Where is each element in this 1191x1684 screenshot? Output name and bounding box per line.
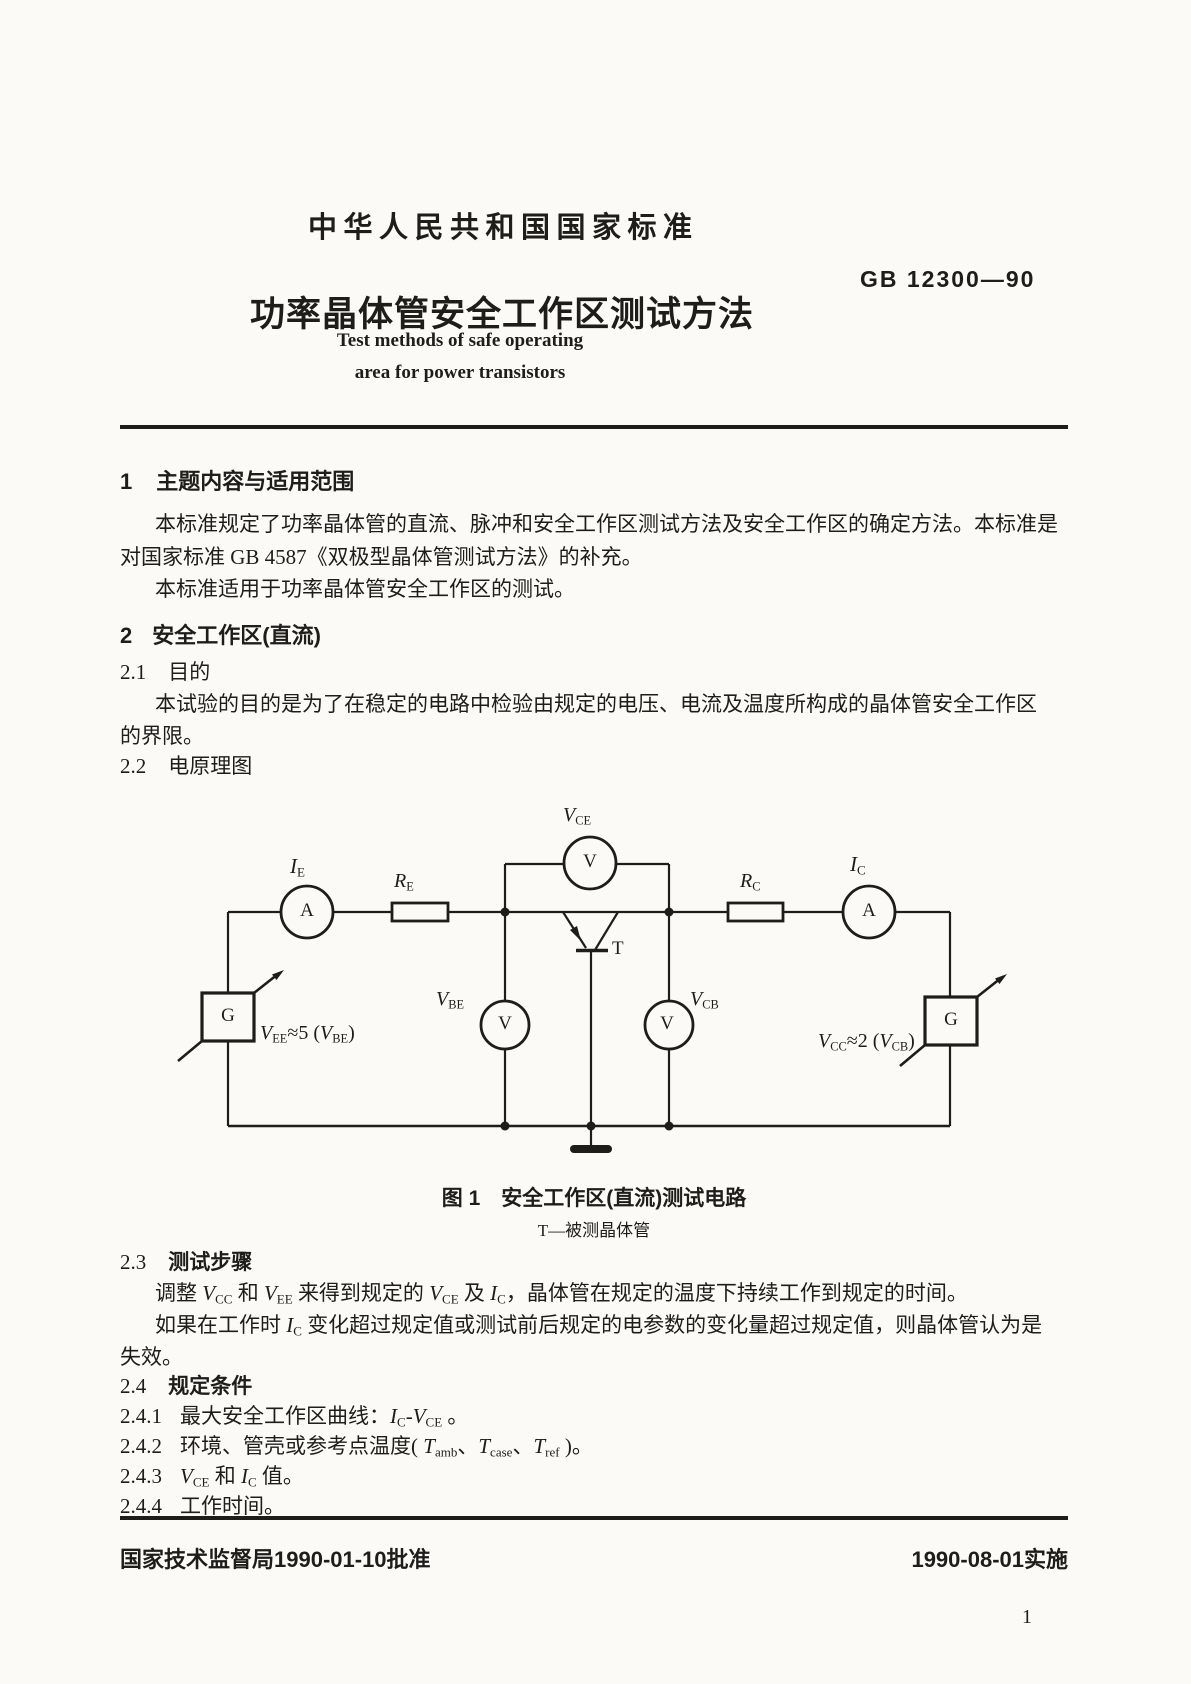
label-vcc-formula: VCC≈2 (VCB) xyxy=(818,1030,915,1054)
footer-divider xyxy=(120,1516,1068,1520)
left-source-branch xyxy=(177,912,284,1126)
label-vbe: VBE xyxy=(436,988,465,1012)
section2-4-4: 2.4.4 工作时间。 xyxy=(120,1490,285,1520)
vce-voltmeter-branch xyxy=(503,835,671,912)
document-title-en-line2: area for power transistors xyxy=(354,362,566,383)
section2-1-paragraph-line2: 的界限。 xyxy=(120,724,204,748)
left-source-arrow xyxy=(272,970,284,980)
section2-4-1-text: 最大安全工作区曲线：IC-VCE 。 xyxy=(180,1404,469,1430)
section2-1-number: 2.1 xyxy=(120,660,147,684)
section2-3-paragraph2-line1: 如果在工作时 IC 变化超过规定值或测试前后规定的电参数的变化量超过规定值，则晶… xyxy=(155,1313,1043,1339)
header-divider xyxy=(120,425,1068,429)
standard-code: GB 12300—90 xyxy=(860,266,1036,292)
re-resistor xyxy=(390,901,450,923)
circuit-diagram xyxy=(177,835,1007,1153)
document-title-en-line1: Test methods of safe operating xyxy=(336,330,584,351)
section2-4-4-number: 2.4.4 xyxy=(120,1494,162,1518)
section2-4-2-text: 环境、管壳或参考点温度( Tamb、Tcase、Tref )。 xyxy=(180,1434,593,1460)
section2-2-heading: 2.2 电原理图 xyxy=(120,750,252,780)
right-source-arrow xyxy=(995,974,1007,984)
section2-4-title: 规定条件 xyxy=(168,1375,253,1398)
label-vee-formula: VEE≈5 (VBE) xyxy=(260,1022,355,1046)
section2-4-2-number: 2.4.2 xyxy=(120,1434,162,1458)
section2-3-paragraph1: 调整 VCC 和 VEE 来得到规定的 VCE 及 IC，晶体管在规定的温度下持… xyxy=(155,1281,968,1307)
vbe-voltmeter-branch xyxy=(479,912,531,1126)
collector-ammeter-letter: A xyxy=(862,900,876,922)
section1-number: 1 xyxy=(120,469,133,494)
section2-2-number: 2.2 xyxy=(120,754,147,778)
section2-4-number: 2.4 xyxy=(120,1374,147,1398)
label-rc: RC xyxy=(740,870,761,894)
label-vce: VCE xyxy=(563,804,592,828)
label-vcb: VCB xyxy=(690,988,719,1012)
section2-3-title: 测试步骤 xyxy=(168,1251,253,1274)
figure-subcaption: T—被测晶体管 xyxy=(537,1221,651,1240)
label-ic: IC xyxy=(850,852,866,878)
section2-4-heading: 2.4 规定条件 xyxy=(120,1370,252,1400)
footer-implementation: 1990-08-01实施 xyxy=(911,1547,1068,1572)
section2-heading: 2 安全工作区(直流) xyxy=(120,618,321,650)
footer-approval: 国家技术监督局1990-01-10批准 xyxy=(120,1547,431,1572)
left-source-letter: G xyxy=(221,1005,235,1027)
label-re: RE xyxy=(394,870,414,894)
section2-4-4-text: 工作时间。 xyxy=(180,1494,285,1518)
transistor-symbol xyxy=(562,911,619,1126)
document-title: 功率晶体管安全工作区测试方法 xyxy=(250,295,755,334)
collector-ammeter-circle xyxy=(841,884,897,940)
emitter-arrow xyxy=(570,926,581,941)
section2-4-3: 2.4.3 VCE 和 IC 值。 xyxy=(120,1460,304,1491)
vce-voltmeter-letter: V xyxy=(583,851,597,873)
figure-caption: 图 1 安全工作区(直流)测试电路 xyxy=(441,1187,747,1210)
label-transistor: T xyxy=(612,938,624,959)
vcb-voltmeter-letter: V xyxy=(660,1013,674,1035)
section1-paragraph1-line2: 对国家标准 GB 4587《双极型晶体管测试方法》的补充。 xyxy=(120,545,643,569)
vcb-voltmeter-branch xyxy=(643,912,695,1126)
rc-resistor xyxy=(726,901,785,923)
section1-paragraph2: 本标准适用于功率晶体管安全工作区的测试。 xyxy=(155,577,575,601)
section2-3-number: 2.3 xyxy=(120,1250,147,1274)
section1-heading: 1 主题内容与适用范围 xyxy=(120,464,354,496)
section2-1-title: 目的 xyxy=(168,660,211,684)
section2-4-3-number: 2.4.3 xyxy=(120,1464,162,1488)
section2-4-1-number: 2.4.1 xyxy=(120,1404,162,1428)
standard-label: 中华人民共和国国家标准 xyxy=(308,212,699,244)
junction-dots xyxy=(500,907,674,1131)
section2-4-1: 2.4.1 最大安全工作区曲线：IC-VCE 。 xyxy=(120,1400,468,1431)
section2-2-title: 电原理图 xyxy=(168,754,253,778)
section2-3-heading: 2.3 测试步骤 xyxy=(120,1246,252,1276)
section2-4-3-text: VCE 和 IC 值。 xyxy=(180,1464,304,1490)
section2-3-paragraph2-line2: 失效。 xyxy=(120,1345,183,1369)
section2-1-paragraph-line1: 本试验的目的是为了在稳定的电路中检验由规定的电压、电流及温度所构成的晶体管安全工… xyxy=(155,692,1037,716)
emitter-ammeter-circle xyxy=(279,884,335,940)
section2-4-2: 2.4.2 环境、管壳或参考点温度( Tamb、Tcase、Tref )。 xyxy=(120,1430,593,1461)
section1-paragraph1-line1: 本标准规定了功率晶体管的直流、脉冲和安全工作区测试方法及安全工作区的确定方法。本… xyxy=(155,512,1058,536)
section2-1-heading: 2.1 目的 xyxy=(120,656,210,686)
label-ie: IE xyxy=(290,854,305,880)
right-source-letter: G xyxy=(944,1009,958,1031)
emitter-ammeter-letter: A xyxy=(300,900,314,922)
vbe-voltmeter-letter: V xyxy=(498,1013,512,1035)
section2-number: 2 xyxy=(120,623,133,648)
page-number: 1 xyxy=(1022,1606,1032,1628)
right-source-branch xyxy=(899,912,1007,1126)
section1-title: 主题内容与适用范围 xyxy=(156,469,355,494)
section2-title: 安全工作区(直流) xyxy=(152,623,321,648)
